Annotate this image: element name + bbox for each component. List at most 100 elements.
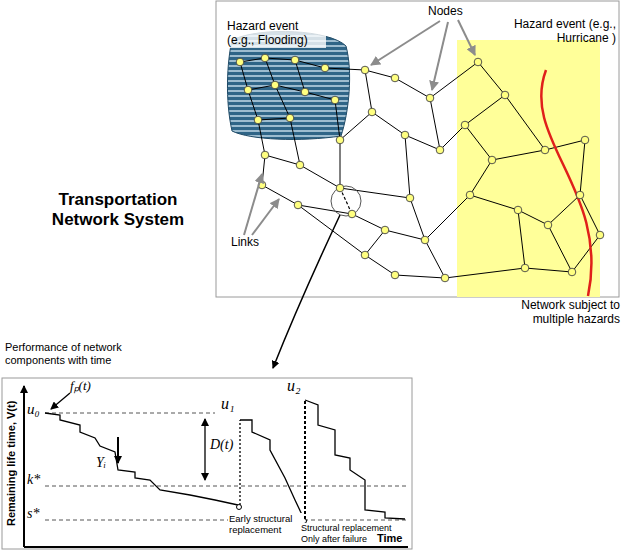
network-link [465,125,492,160]
threshold-label: k* [27,472,40,488]
network-link [572,235,600,272]
network-link [372,112,405,135]
network-node [514,206,522,214]
network-node [254,116,262,124]
network-node [336,184,344,192]
chart-arrows [51,393,205,480]
network-node [541,146,549,154]
network-link [325,68,365,70]
threshold-lines [45,413,408,520]
network-link [275,85,305,92]
zoom-arrow [273,215,340,368]
network-link [290,118,300,165]
network-node [521,264,529,272]
network-node [348,210,356,218]
network-link [385,230,425,240]
network-link [295,60,305,92]
hurricane-track [541,70,591,296]
network-node [568,268,576,276]
pointer-label: Nodes [428,5,463,19]
network-link [365,230,385,255]
network-link [395,275,445,278]
network-link [478,62,505,95]
network-node [436,146,444,154]
network-node [381,226,389,234]
network-node [301,88,309,96]
network-link [465,95,505,125]
network-node [271,81,279,89]
threshold-label: s* [27,506,39,522]
network-node [368,108,376,116]
rate-label: fₚ(t) [70,379,91,394]
network-node [236,58,244,66]
network-link [430,98,440,150]
network-link [580,140,585,195]
network-link [248,90,258,120]
level-label: u₁ [221,395,235,413]
network-link [525,268,572,272]
network-link [410,198,425,240]
event-note: Early structural replacement [228,513,304,535]
network-link [505,95,545,150]
network-node [466,191,474,199]
network-link [405,135,410,198]
network-node [361,66,369,74]
network-link [340,188,410,198]
chart-axes [24,386,408,547]
network-node [261,151,269,159]
network-node [391,271,399,279]
replacement-marker [237,505,242,510]
network-node [426,94,434,102]
network-link [340,140,341,188]
network-link [395,78,430,98]
jump-label: Yᵢ [96,455,106,471]
level-label: u₀ [27,401,40,418]
network-link [340,112,372,140]
network-node [488,156,496,164]
dimension-label: D(t) [210,437,233,453]
network-link [440,125,465,150]
flood-zone [227,31,349,139]
network-node [286,114,294,122]
network-link [548,195,580,225]
network-link [298,205,365,255]
network-node [361,251,369,259]
pointer-arrows [244,20,475,235]
network-link [405,135,440,150]
network-nodes [236,54,604,282]
network-link [295,60,325,68]
network-link [300,165,340,188]
network-link [518,210,525,268]
network-link [545,140,585,150]
network-link [365,70,395,78]
network-link [518,210,548,225]
chart-panel [2,378,412,549]
network-node [331,96,339,104]
network-node [474,58,482,66]
focus-circle [331,186,361,216]
network-link [262,155,265,185]
network-node [391,74,399,82]
network-link [275,85,290,118]
hazard-label: Hazard event (e.g., Hurricane ) [506,18,616,46]
panel-caption: Network subject to multiple hazards [500,299,620,327]
network-link [492,150,545,160]
network-node [581,136,589,144]
network-node [544,221,552,229]
network-node [261,54,269,62]
network-node [576,191,584,199]
dashed-link [340,188,352,214]
axis-title: Time [377,532,402,545]
network-link [470,195,518,210]
network-node [296,161,304,169]
chart-heading: Performance of network components with t… [5,341,165,366]
network-node [406,194,414,202]
network-link [445,268,525,278]
hazard-label: Hazard event (e.g., Flooding) [226,20,326,48]
network-links [240,58,600,278]
network-node [336,136,344,144]
performance-curve [45,400,405,519]
network-node [441,274,449,282]
